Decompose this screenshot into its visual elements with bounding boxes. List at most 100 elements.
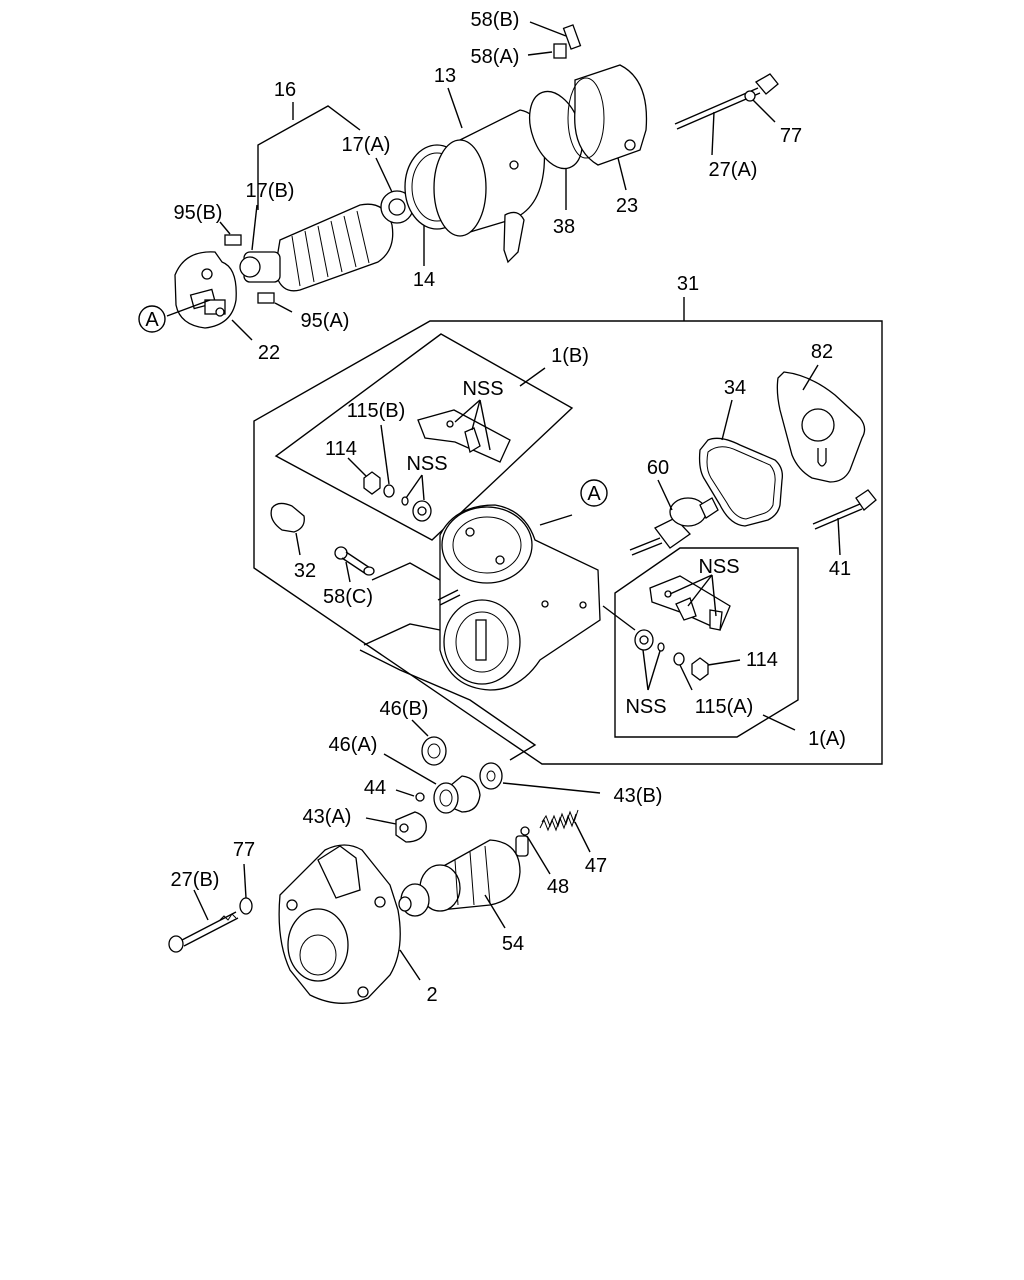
ball-44: [415, 792, 425, 802]
bolt-27b: [168, 911, 239, 953]
leader-114a: [347, 457, 367, 477]
leader-27b: [193, 889, 209, 921]
callout-a-left: [138, 305, 166, 333]
label-43b: 43(B): [614, 785, 663, 807]
leader-115a: [679, 664, 693, 691]
leader-77b: [243, 863, 247, 899]
kit-1b-outline: [274, 333, 574, 541]
label-27b: 27(B): [171, 869, 220, 891]
washer-115a: [673, 652, 685, 666]
brush-95b: [224, 234, 242, 246]
leader-82: [802, 364, 819, 391]
label-nss-4: NSS: [625, 696, 666, 718]
leader-nss2-a: [405, 474, 423, 499]
label-95a: 95(A): [301, 310, 350, 332]
assembly-31-outline: [253, 320, 883, 765]
leader-body-lower: [363, 623, 441, 646]
label-58a: 58(A): [471, 46, 520, 68]
leader-60: [657, 479, 673, 511]
leader-58c: [345, 561, 351, 583]
part-58a: [553, 43, 567, 59]
label-95b: 95(B): [174, 202, 223, 224]
callout-a-center: [580, 479, 608, 507]
label-nss-3: NSS: [698, 556, 739, 578]
leader-54: [484, 894, 506, 929]
label-38: 38: [553, 216, 575, 238]
leader-46b: [411, 719, 429, 737]
gasket-34: [698, 437, 783, 527]
leader-47: [574, 821, 591, 853]
brush-95a: [257, 292, 275, 304]
label-27a: 27(A): [709, 159, 758, 181]
label-48: 48: [547, 876, 569, 898]
label-46b: 46(B): [380, 698, 429, 720]
collar-43a: [395, 811, 427, 843]
label-114-upper: 114: [325, 438, 357, 460]
label-nss-2: NSS: [406, 453, 447, 475]
leader-nss2-b: [421, 474, 425, 501]
label-16: 16: [274, 79, 296, 101]
label-77-lower: 77: [233, 839, 255, 861]
leader-16: [257, 105, 361, 210]
leader-A-left: [166, 299, 211, 317]
leader-nss4-b: [647, 650, 661, 691]
kit-1a-outline: [614, 547, 799, 738]
washer-115b: [383, 484, 395, 498]
leader-1a: [762, 714, 796, 731]
leader-2: [399, 949, 421, 981]
label-47: 47: [585, 855, 607, 877]
leader-1b: [519, 367, 546, 387]
washer-77-lower: [239, 897, 253, 915]
leader-34: [721, 399, 733, 441]
leader-lower-box: [359, 649, 537, 761]
gear-46b: [421, 736, 447, 766]
leader-17b: [251, 204, 258, 251]
label-2: 2: [426, 984, 437, 1006]
callout-a-center-text: A: [587, 483, 601, 505]
bolt-41: [812, 489, 877, 530]
nut-114-upper: [363, 471, 381, 495]
label-58b: 58(B): [471, 9, 520, 31]
brush-holder-22: [174, 251, 237, 329]
solenoid-housing-body: [437, 504, 601, 691]
leader-44: [395, 789, 415, 797]
label-115b: 115(B): [347, 400, 406, 422]
leader-nss1-a: [454, 399, 481, 423]
leader-43b: [502, 782, 601, 794]
leader-nss3-b: [687, 574, 713, 607]
cover-23: [567, 64, 648, 166]
leader-95b: [219, 221, 231, 235]
through-bolt-27a: [674, 73, 779, 130]
label-115a: 115(A): [695, 696, 754, 718]
label-44: 44: [364, 777, 386, 799]
nss-bracket-upper: [417, 409, 511, 463]
cap-32: [270, 502, 305, 533]
washer-43b: [479, 762, 503, 790]
leader-nss3-a: [669, 574, 713, 595]
label-41: 41: [829, 558, 851, 580]
leader-48: [526, 835, 551, 875]
label-58c: 58(C): [323, 586, 373, 608]
leader-32: [295, 532, 301, 556]
leader-17a: [375, 157, 393, 193]
leader-46a: [383, 753, 437, 785]
label-1b: 1(B): [551, 345, 589, 367]
nut-114-lower: [691, 657, 709, 681]
leader-nss1-b: [471, 399, 481, 431]
label-46a: 46(A): [329, 734, 378, 756]
label-77-upper: 77: [780, 125, 802, 147]
label-14: 14: [413, 269, 435, 291]
leader-nss1-c: [479, 399, 491, 451]
label-114-lower: 114: [746, 649, 778, 671]
label-nss-1: NSS: [462, 378, 503, 400]
yoke-13: [433, 109, 546, 264]
leader-114b: [707, 659, 741, 666]
leader-nss3-c: [711, 574, 717, 617]
leader-27a: [711, 111, 715, 156]
leader-43a: [365, 817, 397, 825]
callout-a-left-text: A: [145, 309, 159, 331]
label-17b: 17(B): [246, 180, 295, 202]
leader-58b: [529, 21, 567, 37]
leader-58a: [527, 51, 553, 56]
